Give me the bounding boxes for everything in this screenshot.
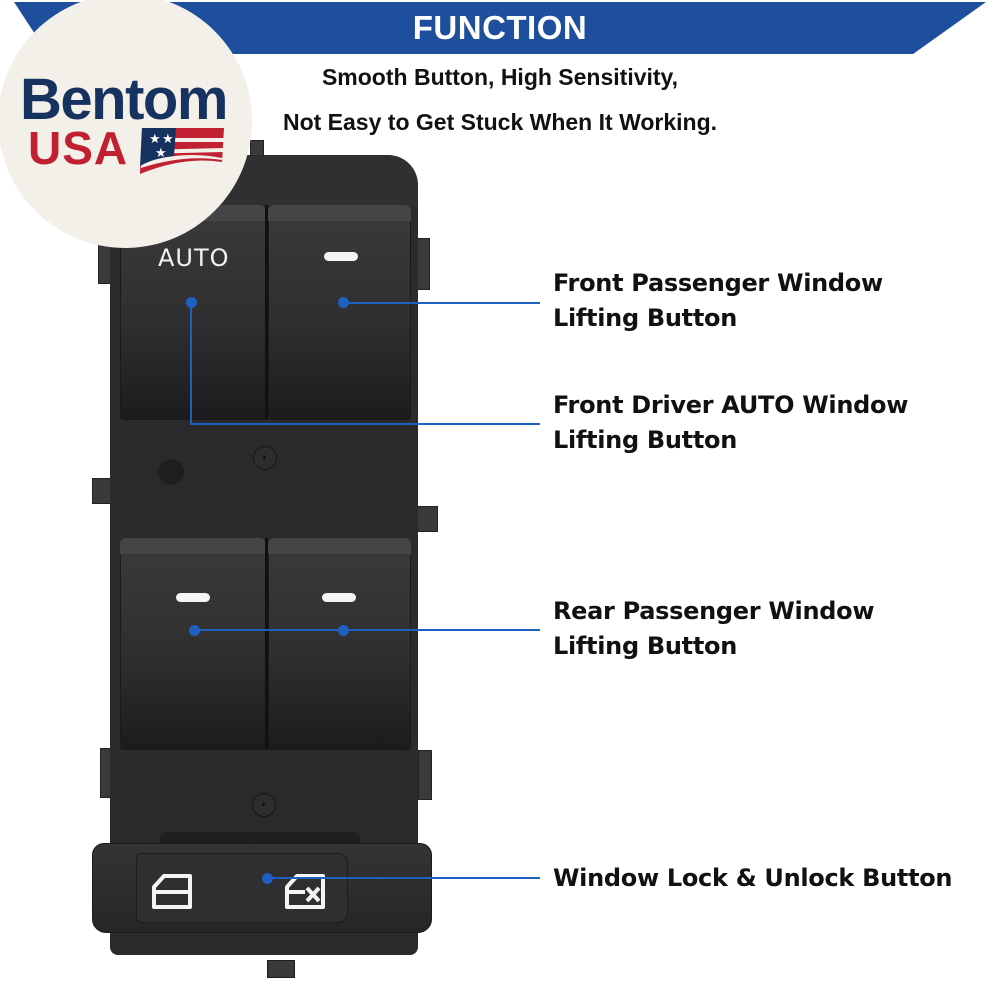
callout-rear-passenger: Rear Passenger Window Lifting Button (553, 594, 875, 664)
callout-line-2: Lifting Button (553, 304, 737, 332)
dash-mark-icon (322, 593, 356, 602)
svg-text:★: ★ (162, 132, 174, 147)
indicator-hole (158, 459, 184, 485)
lock-slot (160, 832, 360, 846)
connector-peg (267, 960, 295, 978)
dash-mark-icon (324, 252, 358, 261)
svg-text:★: ★ (149, 132, 161, 147)
subtitle-line-2: Not Easy to Get Stuck When It Working. (282, 109, 718, 135)
callout-line-2: Lifting Button (553, 632, 737, 660)
callout-line-lock (267, 877, 540, 879)
svg-text:★: ★ (155, 146, 167, 161)
callout-line-front-driver (190, 423, 540, 425)
callout-line-1: Front Driver AUTO Window (553, 391, 909, 419)
window-unlock-icon (152, 874, 192, 909)
subtitle-line-1: Smooth Button, High Sensitivity, (321, 64, 679, 90)
middle-bezel (112, 425, 416, 530)
page-title: FUNCTION (412, 9, 588, 46)
window-lock-button[interactable] (136, 853, 348, 923)
rear-right-window-button[interactable] (268, 538, 411, 750)
callout-line-front-driver-vertical (190, 302, 192, 424)
logo-country-text: USA (28, 122, 129, 174)
logo-brand-text: Bentom (20, 67, 228, 132)
callout-line-rear (194, 629, 540, 631)
front-passenger-button[interactable] (268, 205, 411, 420)
callout-line-1: Front Passenger Window (553, 269, 883, 297)
dash-mark-icon (176, 593, 210, 602)
mounting-tab (416, 238, 430, 290)
callout-front-driver-auto: Front Driver AUTO Window Lifting Button (553, 388, 908, 458)
mounting-tab (92, 478, 112, 504)
rocker-divider (265, 538, 268, 750)
callout-front-passenger: Front Passenger Window Lifting Button (553, 266, 883, 336)
logo-badge (0, 0, 252, 248)
callout-line-1: Window Lock & Unlock Button (553, 864, 953, 892)
callout-window-lock: Window Lock & Unlock Button (553, 861, 953, 896)
callout-line-1: Rear Passenger Window (553, 597, 875, 625)
screw-icon (252, 793, 276, 817)
mounting-tab (418, 750, 432, 800)
rear-left-window-button[interactable] (120, 538, 266, 750)
us-flag-icon: ★ ★ ★ (140, 128, 224, 174)
window-lock-icon (285, 874, 325, 909)
callout-line-front-passenger (343, 302, 540, 304)
callout-line-2: Lifting Button (553, 426, 737, 454)
auto-label: AUTO (158, 244, 230, 272)
rocker-divider (265, 205, 268, 420)
mounting-tab (416, 506, 438, 532)
screw-icon (253, 446, 277, 470)
